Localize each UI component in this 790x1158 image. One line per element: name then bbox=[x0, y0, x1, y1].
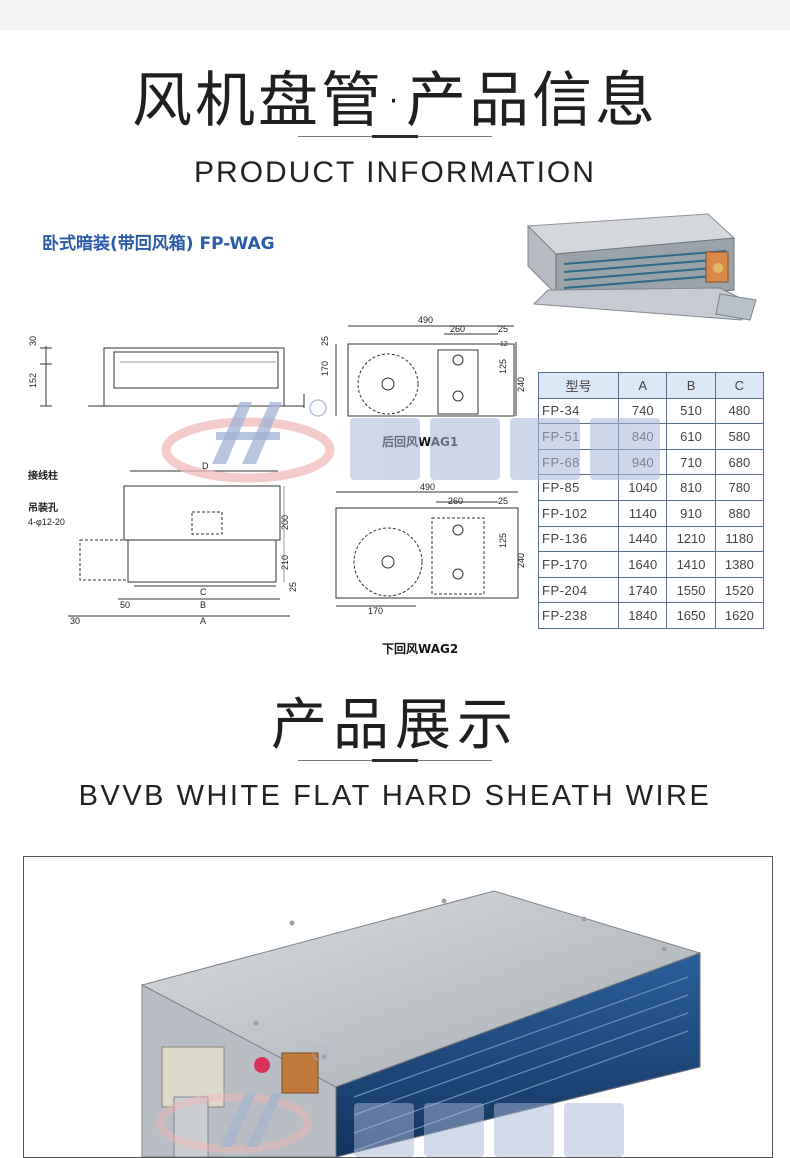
cell-c: 780 bbox=[714, 474, 765, 501]
spec-table-header: 型号 A B C bbox=[537, 372, 765, 399]
col-c: C bbox=[714, 372, 765, 399]
cell-b: 610 bbox=[666, 423, 716, 450]
cell-b: 1550 bbox=[666, 576, 716, 604]
dim-240-top: 240 bbox=[516, 377, 526, 392]
dim-170-side: 170 bbox=[320, 361, 330, 376]
cell-a: 1040 bbox=[618, 474, 668, 501]
cell-model: FP-68 bbox=[537, 448, 620, 476]
cell-a: 1640 bbox=[618, 551, 668, 578]
wag2-view bbox=[335, 507, 519, 599]
cell-a: 740 bbox=[618, 397, 668, 425]
product-photo-small bbox=[526, 213, 757, 321]
label-hang-hole: 吊装孔 bbox=[28, 501, 58, 514]
dim-200: 200 bbox=[280, 515, 290, 530]
dim-12: 12 bbox=[500, 341, 508, 348]
dim-30-bottom: 30 bbox=[70, 616, 80, 626]
cell-model: FP-170 bbox=[537, 551, 620, 578]
dim-490-bottom: 490 bbox=[420, 482, 435, 492]
cell-model: FP-51 bbox=[537, 423, 620, 450]
title-divider-accent bbox=[372, 135, 418, 138]
label-c: C bbox=[200, 587, 207, 597]
col-b: B bbox=[666, 372, 716, 399]
cell-b: 810 bbox=[666, 474, 716, 501]
cell-b: 1410 bbox=[666, 551, 716, 578]
cell-b: 910 bbox=[666, 499, 716, 527]
cell-a: 840 bbox=[618, 423, 668, 450]
cell-model: FP-34 bbox=[537, 397, 620, 425]
label-a: A bbox=[200, 616, 206, 626]
dim-25-bottom-r: 25 bbox=[498, 496, 508, 506]
dim-170-bottom: 170 bbox=[368, 606, 383, 616]
cell-model: FP-204 bbox=[537, 576, 620, 604]
page-title: 风机盘管·产品信息 bbox=[131, 66, 659, 136]
cell-b: 1650 bbox=[666, 602, 716, 629]
cell-a: 1440 bbox=[618, 525, 668, 553]
technical-drawing: 30 152 490 260 25 12 125 240 170 25 D 接线… bbox=[28, 316, 526, 626]
dim-25-top: 25 bbox=[498, 324, 508, 334]
showcase-title: 产品展示 bbox=[271, 693, 519, 758]
label-hang-spec: 4-φ12-20 bbox=[28, 517, 65, 527]
cell-a: 1840 bbox=[618, 602, 668, 629]
label-b: B bbox=[200, 600, 206, 610]
cell-c: 580 bbox=[714, 423, 765, 450]
cell-b: 510 bbox=[666, 397, 716, 425]
dim-125-top: 125 bbox=[498, 359, 508, 374]
dim-25-side: 25 bbox=[320, 336, 330, 346]
caption-wag1: 后回风WAG1 bbox=[382, 435, 459, 449]
cell-model: FP-238 bbox=[537, 602, 620, 629]
cell-c: 1520 bbox=[714, 576, 765, 604]
dim-210: 210 bbox=[280, 555, 290, 570]
cell-model: FP-85 bbox=[537, 474, 620, 501]
side-view-body bbox=[103, 347, 285, 407]
cell-b: 710 bbox=[666, 448, 716, 476]
label-d: D bbox=[202, 461, 209, 471]
dim-152: 152 bbox=[28, 373, 38, 388]
showcase-subtitle: BVVB WHITE FLAT HARD SHEATH WIRE bbox=[78, 780, 712, 812]
col-a: A bbox=[618, 372, 668, 399]
cell-model: FP-102 bbox=[537, 499, 620, 527]
page-subtitle: PRODUCT INFORMATION bbox=[194, 156, 596, 189]
cell-c: 1180 bbox=[714, 525, 765, 553]
dim-50: 50 bbox=[120, 600, 130, 610]
product-photo-large bbox=[140, 890, 702, 1157]
wag1-view bbox=[347, 343, 515, 417]
dim-490-top: 490 bbox=[418, 316, 433, 325]
cell-c: 880 bbox=[714, 499, 765, 527]
dim-260-top: 260 bbox=[450, 324, 465, 334]
cell-c: 480 bbox=[714, 397, 765, 425]
cell-a: 940 bbox=[618, 448, 668, 476]
cell-model: FP-136 bbox=[537, 525, 620, 553]
cell-a: 1740 bbox=[618, 576, 668, 604]
section-label: 卧式暗装(带回风箱) FP-WAG bbox=[42, 234, 275, 254]
plan-view-body bbox=[123, 485, 281, 541]
dim-25-bottom: 25 bbox=[288, 582, 298, 592]
cell-c: 1380 bbox=[714, 551, 765, 578]
caption-wag2: 下回风WAG2 bbox=[382, 642, 459, 656]
product-photo-frame bbox=[23, 856, 773, 1158]
dim-30: 30 bbox=[28, 336, 38, 346]
cell-b: 1210 bbox=[666, 525, 716, 553]
cell-c: 680 bbox=[714, 448, 765, 476]
dim-240-bottom: 240 bbox=[516, 553, 526, 568]
cell-a: 1140 bbox=[618, 499, 668, 527]
top-strip bbox=[0, 0, 790, 30]
label-terminal: 接线柱 bbox=[28, 469, 58, 482]
dim-260-bottom: 260 bbox=[448, 496, 463, 506]
showcase-divider-accent bbox=[372, 759, 418, 762]
cell-c: 1620 bbox=[714, 602, 765, 629]
dim-125-bottom: 125 bbox=[498, 533, 508, 548]
col-model: 型号 bbox=[537, 372, 620, 399]
